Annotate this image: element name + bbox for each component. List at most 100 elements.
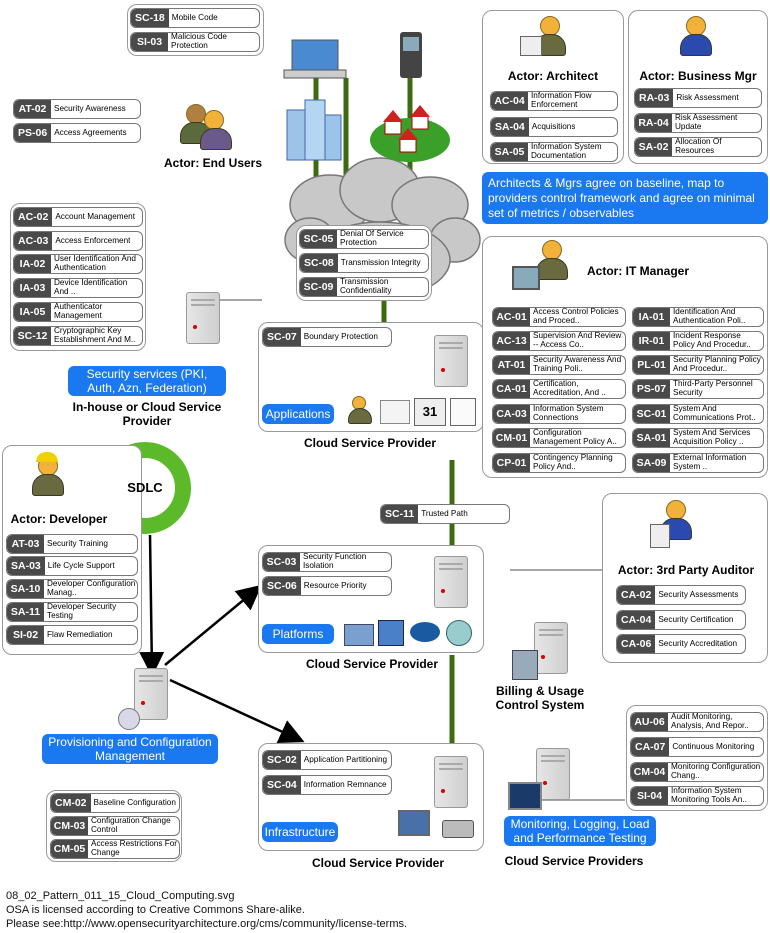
security-server-icon — [186, 292, 220, 344]
infrastructure-provider-label: Cloud Service Provider — [311, 856, 445, 870]
spreadsheet-icon — [450, 398, 476, 426]
sdlc-label: SDLC — [127, 480, 163, 495]
desktop-computer-icon — [398, 810, 430, 836]
monitoring-banner: Monitoring, Logging, Load and Performanc… — [504, 816, 656, 846]
window-icon — [378, 620, 404, 646]
it-manager-label: Actor: IT Manager — [586, 264, 689, 278]
business-mgr-icon — [676, 16, 716, 66]
monitoring-label: Cloud Service Providers — [504, 854, 644, 868]
billing-label: Billing & Usage Control System — [495, 684, 585, 712]
platforms-server-icon — [434, 556, 468, 608]
arrow-dev — [139, 534, 165, 677]
architects-note: Architects & Mgrs agree on baseline, map… — [482, 172, 768, 224]
architect-icon — [520, 16, 580, 66]
business-mgr-label: Actor: Business Mgr — [639, 69, 757, 83]
footer-license: OSA is licensed according to Creative Co… — [6, 904, 305, 916]
arrow-platform — [164, 584, 262, 666]
security-services-label: In-house or Cloud Service Provider — [72, 400, 222, 428]
database-icon — [410, 622, 440, 642]
cd-icon — [118, 708, 140, 730]
storage-device-icon — [442, 820, 474, 838]
monitor-screen-icon — [508, 782, 542, 810]
infrastructure-tag: Infrastructure — [262, 822, 338, 842]
developer-icon — [28, 452, 68, 502]
applications-tag: Applications — [262, 404, 334, 424]
houses-icon — [370, 105, 450, 162]
monitoring-server-icon — [536, 748, 570, 800]
infrastructure-server-icon — [434, 756, 468, 808]
mail-icon — [380, 400, 410, 424]
auditor-icon — [650, 500, 700, 552]
applications-server-icon — [434, 335, 468, 387]
provisioning-banner: Provisioning and Configuration Managemen… — [42, 734, 218, 764]
folder-icon — [344, 624, 374, 646]
laptop-icon — [283, 39, 347, 79]
mobile-phone-icon — [400, 32, 422, 78]
platforms-tag: Platforms — [262, 624, 334, 644]
footer-filename: 08_02_Pattern_011_15_Cloud_Computing.svg — [6, 890, 235, 902]
architect-label: Actor: Architect — [507, 69, 599, 83]
billing-book-icon — [512, 650, 538, 680]
sync-icon — [446, 620, 472, 646]
arrow-infra — [169, 678, 305, 743]
architect-panel — [482, 10, 624, 164]
end-users-label: Actor: End Users — [163, 156, 263, 170]
developer-label: Actor: Developer — [10, 512, 108, 526]
footer-link[interactable]: Please see:http://www.opensecurityarchit… — [6, 918, 408, 930]
